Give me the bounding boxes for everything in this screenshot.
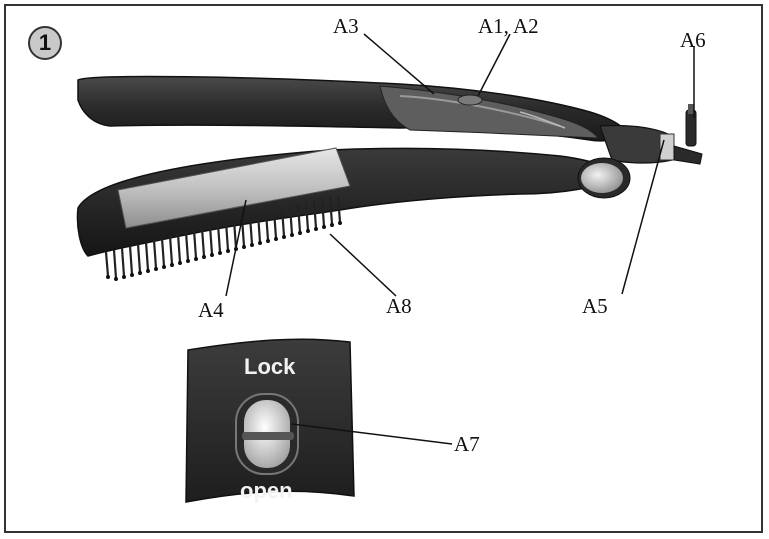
rear-collar	[599, 124, 703, 165]
cord-swivel	[685, 104, 697, 147]
bristle-tips	[106, 221, 342, 281]
callout-a1-a2: A1, A2	[478, 14, 539, 38]
callout-a8: A8	[386, 294, 412, 318]
callout-a4: A4	[198, 298, 224, 322]
upper-arm	[77, 75, 634, 142]
lock-slider	[235, 393, 299, 475]
callout-a5: A5	[582, 294, 608, 318]
callout-a6: A6	[680, 28, 706, 52]
callout-a7: A7	[454, 432, 480, 456]
brush-bristles	[104, 195, 342, 279]
side-knob	[577, 157, 631, 199]
open-label: open	[240, 478, 293, 503]
lower-arm	[76, 147, 620, 257]
figure-number-badge: 1	[28, 26, 62, 60]
leader-lines	[225, 33, 695, 445]
callout-a3: A3	[333, 14, 359, 38]
lock-label: Lock	[244, 354, 296, 379]
